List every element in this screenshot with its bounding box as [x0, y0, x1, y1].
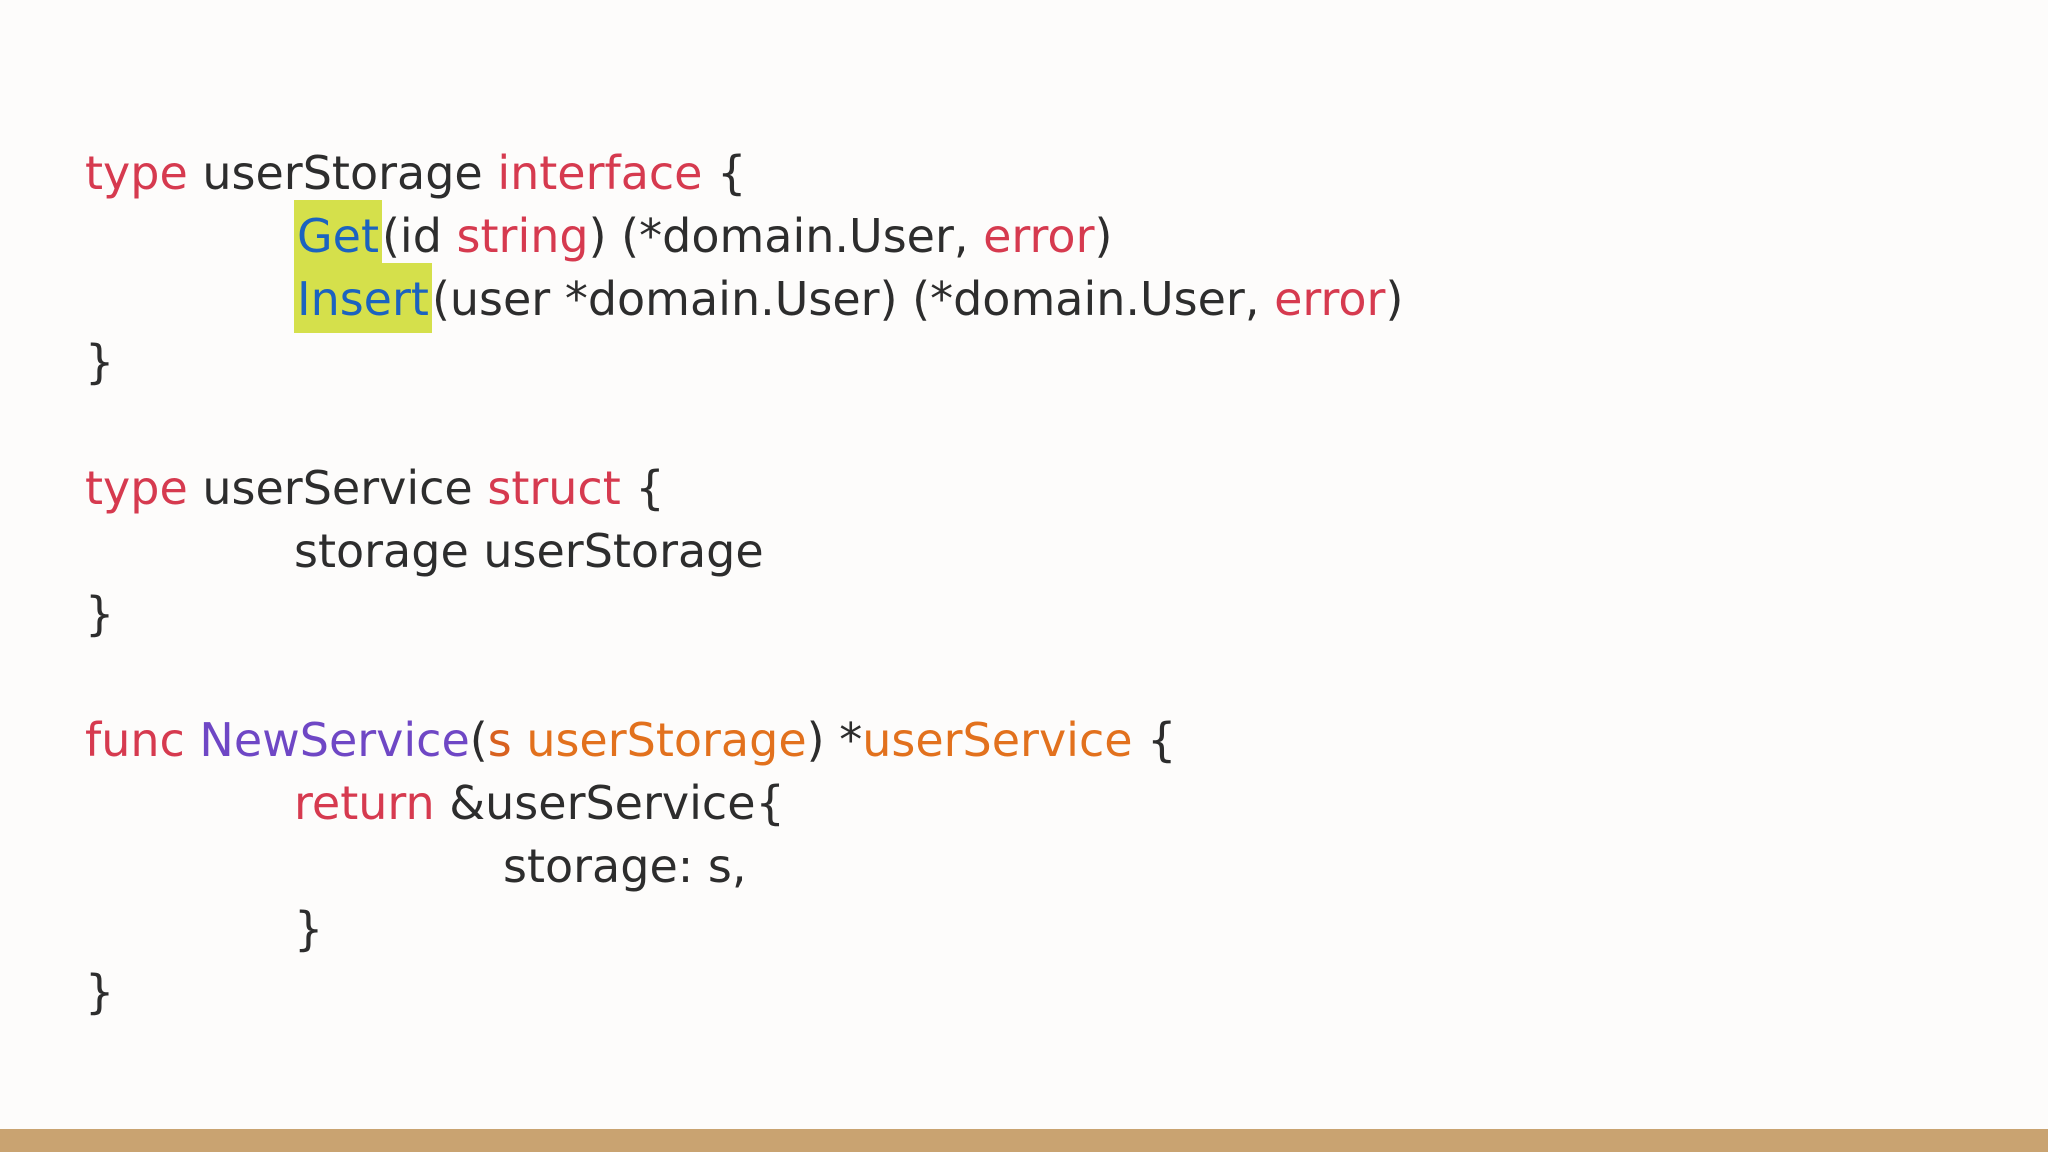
code-line: }	[85, 961, 1403, 1024]
code-token: }	[294, 902, 324, 956]
code-token: userStorage	[187, 146, 498, 200]
code-token: func	[85, 713, 185, 767]
code-line: storage userStorage	[294, 520, 1403, 583]
code-token	[512, 713, 527, 767]
code-line: return &userService{	[294, 772, 1403, 835]
footer-accent-bar	[0, 1129, 2048, 1152]
code-line: Insert(user *domain.User) (*domain.User,…	[294, 263, 1404, 333]
code-line: Get(id string) (*domain.User, error)	[294, 200, 1403, 270]
code-line: }	[85, 331, 1403, 394]
code-block: type userStorage interface {Get(id strin…	[85, 142, 1404, 1024]
code-token: storage userStorage	[294, 524, 764, 578]
code-token: &userService{	[434, 776, 785, 830]
code-token: {	[702, 146, 747, 200]
code-line: func NewService(s userStorage) *userServ…	[85, 709, 1403, 772]
code-token: storage: s,	[503, 839, 747, 893]
code-line: type userService struct {	[85, 457, 1403, 520]
code-token: {	[620, 461, 665, 515]
code-line	[85, 394, 1403, 457]
code-token: s	[487, 713, 512, 767]
code-token: error	[1274, 272, 1386, 326]
highlighted-code-token: Insert	[294, 263, 432, 333]
code-token: ) (*domain.User,	[588, 209, 984, 263]
code-token	[185, 713, 200, 767]
code-token: userStorage	[526, 713, 807, 767]
code-token: type	[85, 146, 188, 200]
code-token: interface	[497, 146, 703, 200]
code-token: }	[85, 965, 115, 1019]
code-line: }	[85, 583, 1403, 646]
code-token: userService	[187, 461, 488, 515]
code-token: )	[1385, 272, 1404, 326]
code-token: NewService	[199, 713, 470, 767]
code-token: type	[85, 461, 188, 515]
code-token: {	[1132, 713, 1177, 767]
code-token: return	[294, 776, 435, 830]
code-token: error	[983, 209, 1095, 263]
code-token: )	[1094, 209, 1113, 263]
code-token: ) *	[806, 713, 863, 767]
code-token: (user *domain.User) (*domain.User,	[431, 272, 1275, 326]
code-token: string	[456, 209, 589, 263]
code-token: (	[469, 713, 488, 767]
code-line: type userStorage interface {	[85, 142, 1403, 205]
code-token: }	[85, 335, 115, 389]
code-token: }	[85, 587, 115, 641]
code-line: storage: s,	[503, 835, 1403, 898]
code-token: userService	[862, 713, 1133, 767]
code-token: (id	[381, 209, 457, 263]
code-token: struct	[487, 461, 621, 515]
code-line	[85, 646, 1403, 709]
code-line: }	[294, 898, 1403, 961]
highlighted-code-token: Get	[294, 200, 382, 270]
